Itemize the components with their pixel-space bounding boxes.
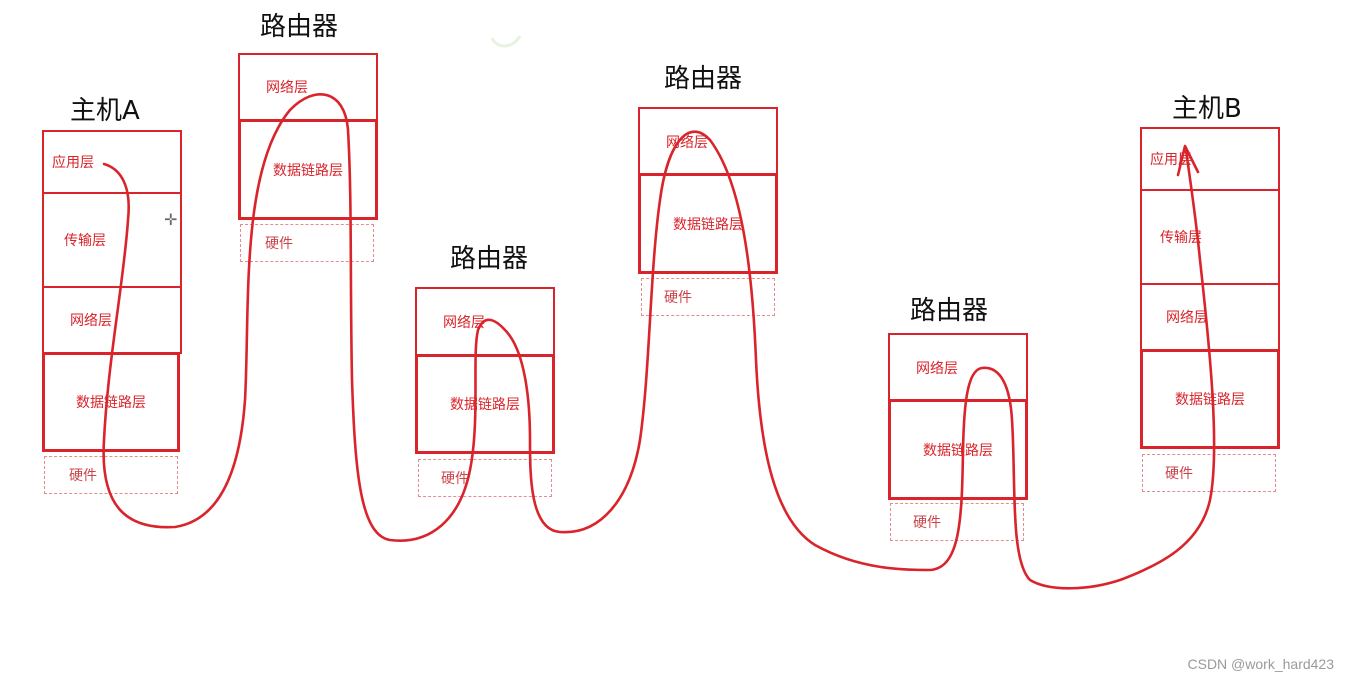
crosshair-cursor-icon: ✛: [164, 210, 178, 229]
faint-green-mark: [490, 35, 522, 48]
router-2-hardware: 硬件: [418, 459, 552, 497]
router-2-network-layer: 网络层: [415, 287, 555, 357]
host-b-datalink-layer: 数据链路层: [1140, 349, 1280, 449]
host-a-network-layer: 网络层: [42, 286, 182, 354]
router-4-network-layer: 网络层: [888, 333, 1028, 402]
host-b-application-layer: 应用层: [1140, 127, 1280, 191]
router-1-title: 路由器: [260, 12, 339, 42]
router-4-title: 路由器: [910, 296, 989, 326]
host-a-transport-layer: 传输层: [42, 192, 182, 288]
router-4-datalink-layer: 数据链路层: [888, 399, 1028, 500]
router-3-datalink-layer: 数据链路层: [638, 173, 778, 274]
host-b-hardware: 硬件: [1142, 454, 1276, 492]
router-1-datalink-layer: 数据链路层: [238, 119, 378, 220]
router-1-hardware: 硬件: [240, 224, 374, 262]
host-a-title: 主机A: [70, 96, 140, 126]
host-a-hardware: 硬件: [44, 456, 178, 494]
host-b-network-layer: 网络层: [1140, 283, 1280, 351]
router-2-title: 路由器: [450, 244, 529, 274]
router-2-datalink-layer: 数据链路层: [415, 354, 555, 454]
host-a-datalink-layer: 数据链路层: [42, 352, 180, 452]
router-3-network-layer: 网络层: [638, 107, 778, 176]
router-3-title: 路由器: [664, 64, 743, 94]
host-b-transport-layer: 传输层: [1140, 189, 1280, 285]
router-4-hardware: 硬件: [890, 503, 1024, 541]
router-3-hardware: 硬件: [641, 278, 775, 316]
host-b-title: 主机B: [1172, 94, 1242, 124]
router-1-network-layer: 网络层: [238, 53, 378, 121]
host-a-application-layer: 应用层: [42, 130, 182, 194]
watermark: CSDN @work_hard423: [1187, 656, 1335, 672]
